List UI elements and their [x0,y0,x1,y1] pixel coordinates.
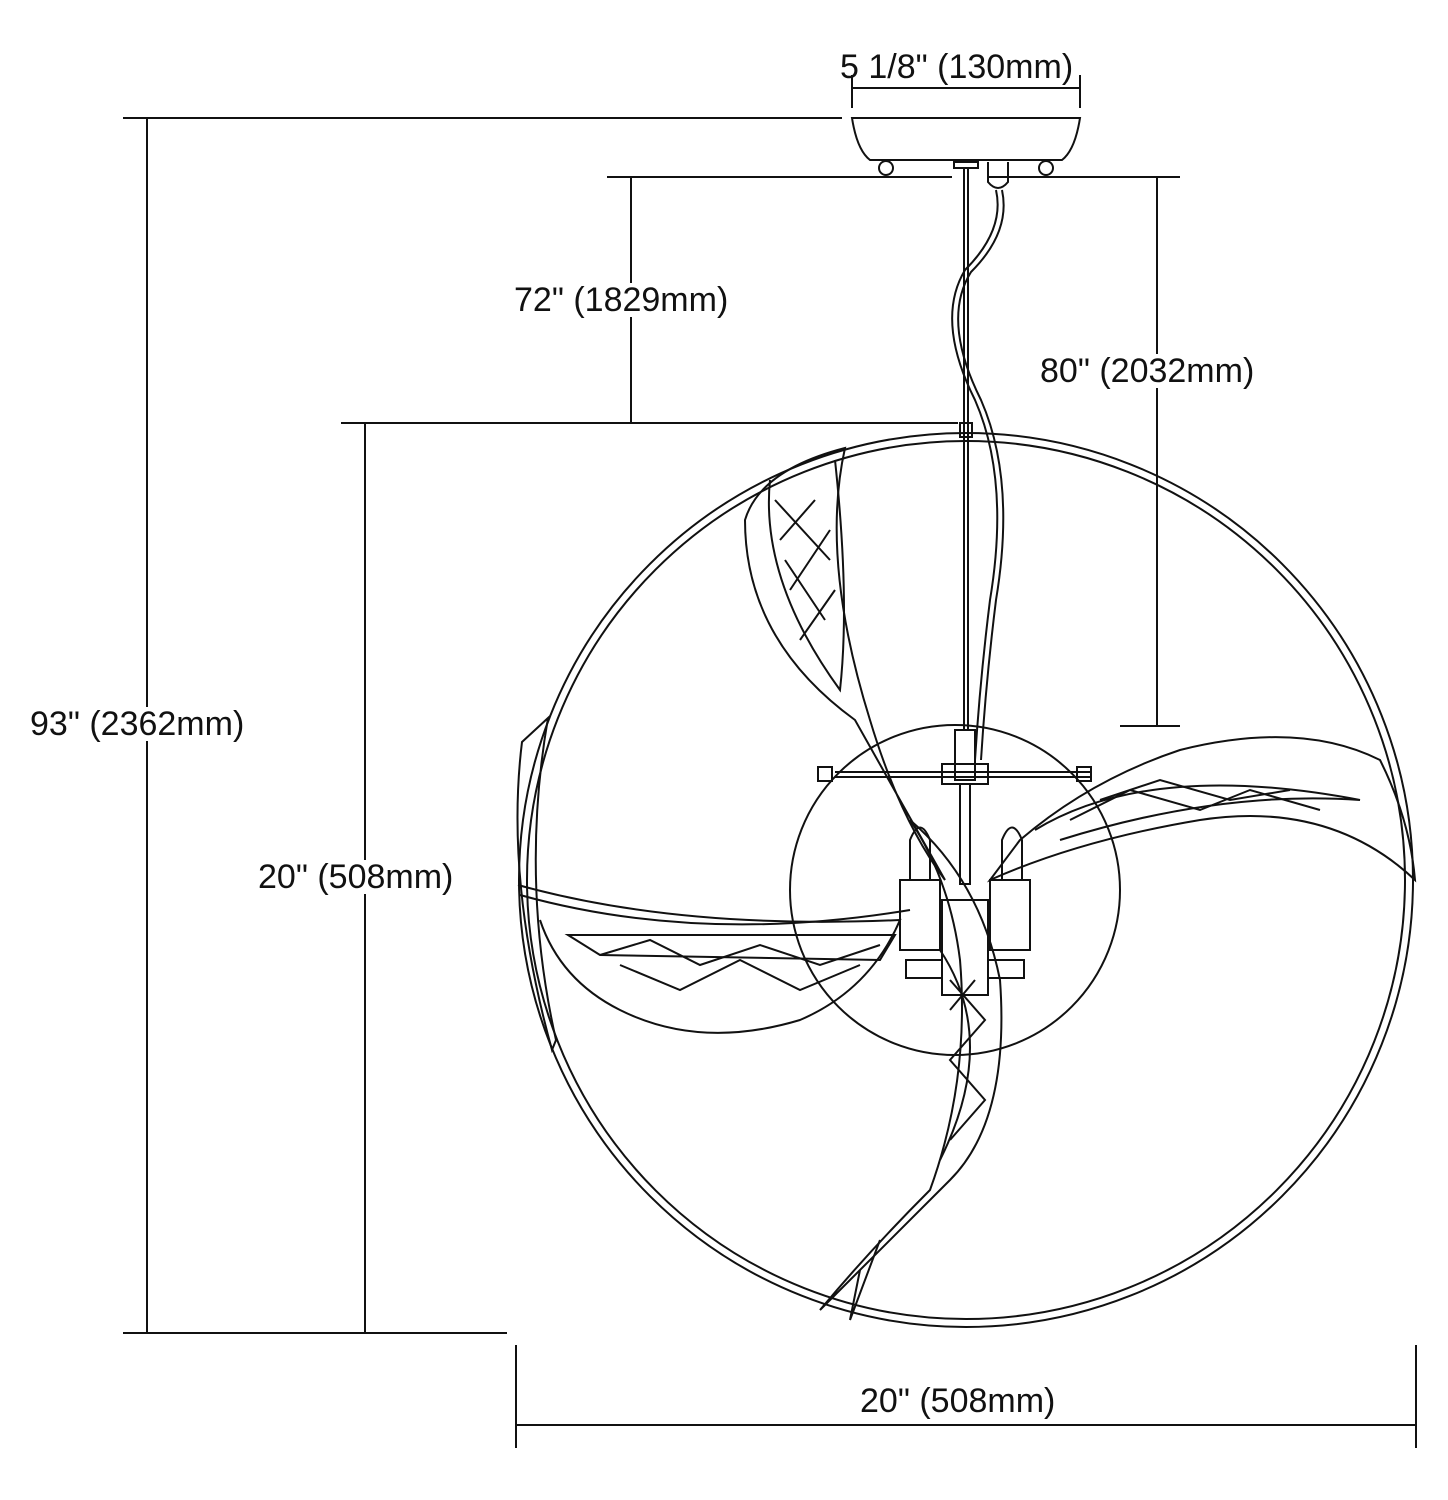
chain-length-label: 72" (1829mm) [514,281,729,319]
ribbon-right [986,736,1417,883]
fixture-height-label: 20" (508mm) [258,858,454,896]
overall-height-label: 93" (2362mm) [30,705,245,743]
max-drop-label: 80" (2032mm) [1040,352,1255,390]
ribbon-top [743,446,946,881]
ribbon-left [517,884,911,1034]
fixture-width-label: 20" (508mm) [860,1382,1056,1420]
ribbon-bottom [819,819,1003,1321]
socket-cluster [817,729,1092,996]
canopy-width-label: 5 1/8" (130mm) [840,48,1074,86]
dimension-lines [123,75,1417,1448]
canopy [850,117,1082,189]
rod-and-cord [951,168,1005,761]
outer-ring [516,432,1414,1328]
